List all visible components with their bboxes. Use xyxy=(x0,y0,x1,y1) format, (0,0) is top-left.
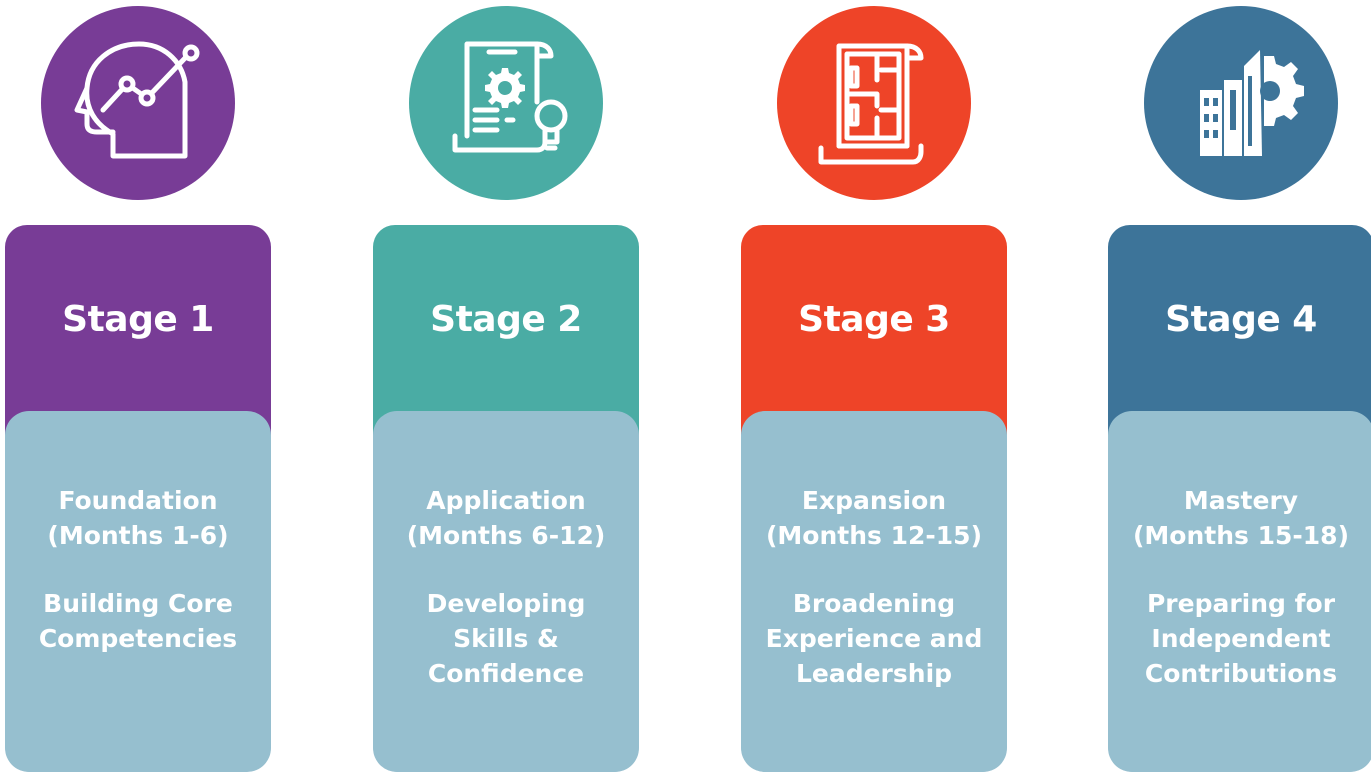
stage-4-focus-line-2: Independent xyxy=(1151,624,1331,653)
stage-2-focus-line-2: Skills & xyxy=(453,624,559,653)
stage-4-card: Stage 4 Mastery (Months 15-18) Preparing… xyxy=(1108,225,1371,772)
stage-1-phase: Foundation xyxy=(58,486,218,515)
stage-4: Stage 4 Mastery (Months 15-18) Preparing… xyxy=(1108,0,1371,772)
stage-3-focus-line-2: Experience and xyxy=(765,624,983,653)
stage-2: Stage 2 Application (Months 6-12) Develo… xyxy=(373,0,639,772)
stage-3-icon-circle xyxy=(777,6,971,200)
stage-2-icon-circle xyxy=(409,6,603,200)
stage-3-title: Stage 3 xyxy=(798,299,950,340)
stage-3-months: (Months 12-15) xyxy=(766,521,982,550)
stage-1-body: Foundation (Months 1-6) Building Core Co… xyxy=(5,411,271,772)
floor-plan-scroll-icon xyxy=(818,43,924,165)
stage-2-card: Stage 2 Application (Months 6-12) Develo… xyxy=(373,225,639,772)
stage-1-card: Stage 1 Foundation (Months 1-6) Building… xyxy=(5,225,271,772)
stage-2-months: (Months 6-12) xyxy=(406,521,606,550)
stage-2-title: Stage 2 xyxy=(430,299,582,340)
stage-4-body: Mastery (Months 15-18) Preparing for Ind… xyxy=(1108,411,1371,772)
stage-4-focus-line-1: Preparing for xyxy=(1146,589,1336,618)
buildings-gear-icon xyxy=(1200,50,1304,156)
stage-4-header: Stage 4 xyxy=(1108,225,1371,435)
stage-2-phase: Application xyxy=(426,486,586,515)
stage-1-header: Stage 1 xyxy=(5,225,271,435)
stage-3-header: Stage 3 xyxy=(741,225,1007,435)
stage-2-body: Application (Months 6-12) Developing Ski… xyxy=(373,411,639,772)
stage-4-icon-circle xyxy=(1144,6,1338,200)
stage-4-phase: Mastery xyxy=(1183,486,1299,515)
stage-1-title: Stage 1 xyxy=(62,299,214,340)
stage-3-focus-line-3: Leadership xyxy=(795,659,953,688)
stage-3-phase: Expansion xyxy=(801,486,947,515)
stage-4-title: Stage 4 xyxy=(1165,299,1317,340)
stage-2-header: Stage 2 xyxy=(373,225,639,435)
stage-3-focus-line-1: Broadening xyxy=(792,589,956,618)
stage-1-icon-circle xyxy=(41,6,235,200)
stage-4-months: (Months 15-18) xyxy=(1133,521,1349,550)
stage-1-focus-line-1: Building Core xyxy=(43,589,233,618)
stage-1-months: (Months 1-6) xyxy=(47,521,229,550)
stage-3-card: Stage 3 Expansion (Months 12-15) Broaden… xyxy=(741,225,1007,772)
stage-4-focus-line-3: Contributions xyxy=(1144,659,1338,688)
stage-2-focus-line-1: Developing xyxy=(426,589,586,618)
head-growth-chart-icon xyxy=(74,41,200,159)
stage-2-focus-line-3: Confidence xyxy=(427,659,585,688)
document-gear-lightbulb-icon xyxy=(452,41,568,153)
stage-1-focus-line-2: Competencies xyxy=(38,624,238,653)
stage-3-body: Expansion (Months 12-15) Broadening Expe… xyxy=(741,411,1007,772)
stage-3: Stage 3 Expansion (Months 12-15) Broaden… xyxy=(741,0,1007,772)
stage-1: Stage 1 Foundation (Months 1-6) Building… xyxy=(5,0,271,772)
